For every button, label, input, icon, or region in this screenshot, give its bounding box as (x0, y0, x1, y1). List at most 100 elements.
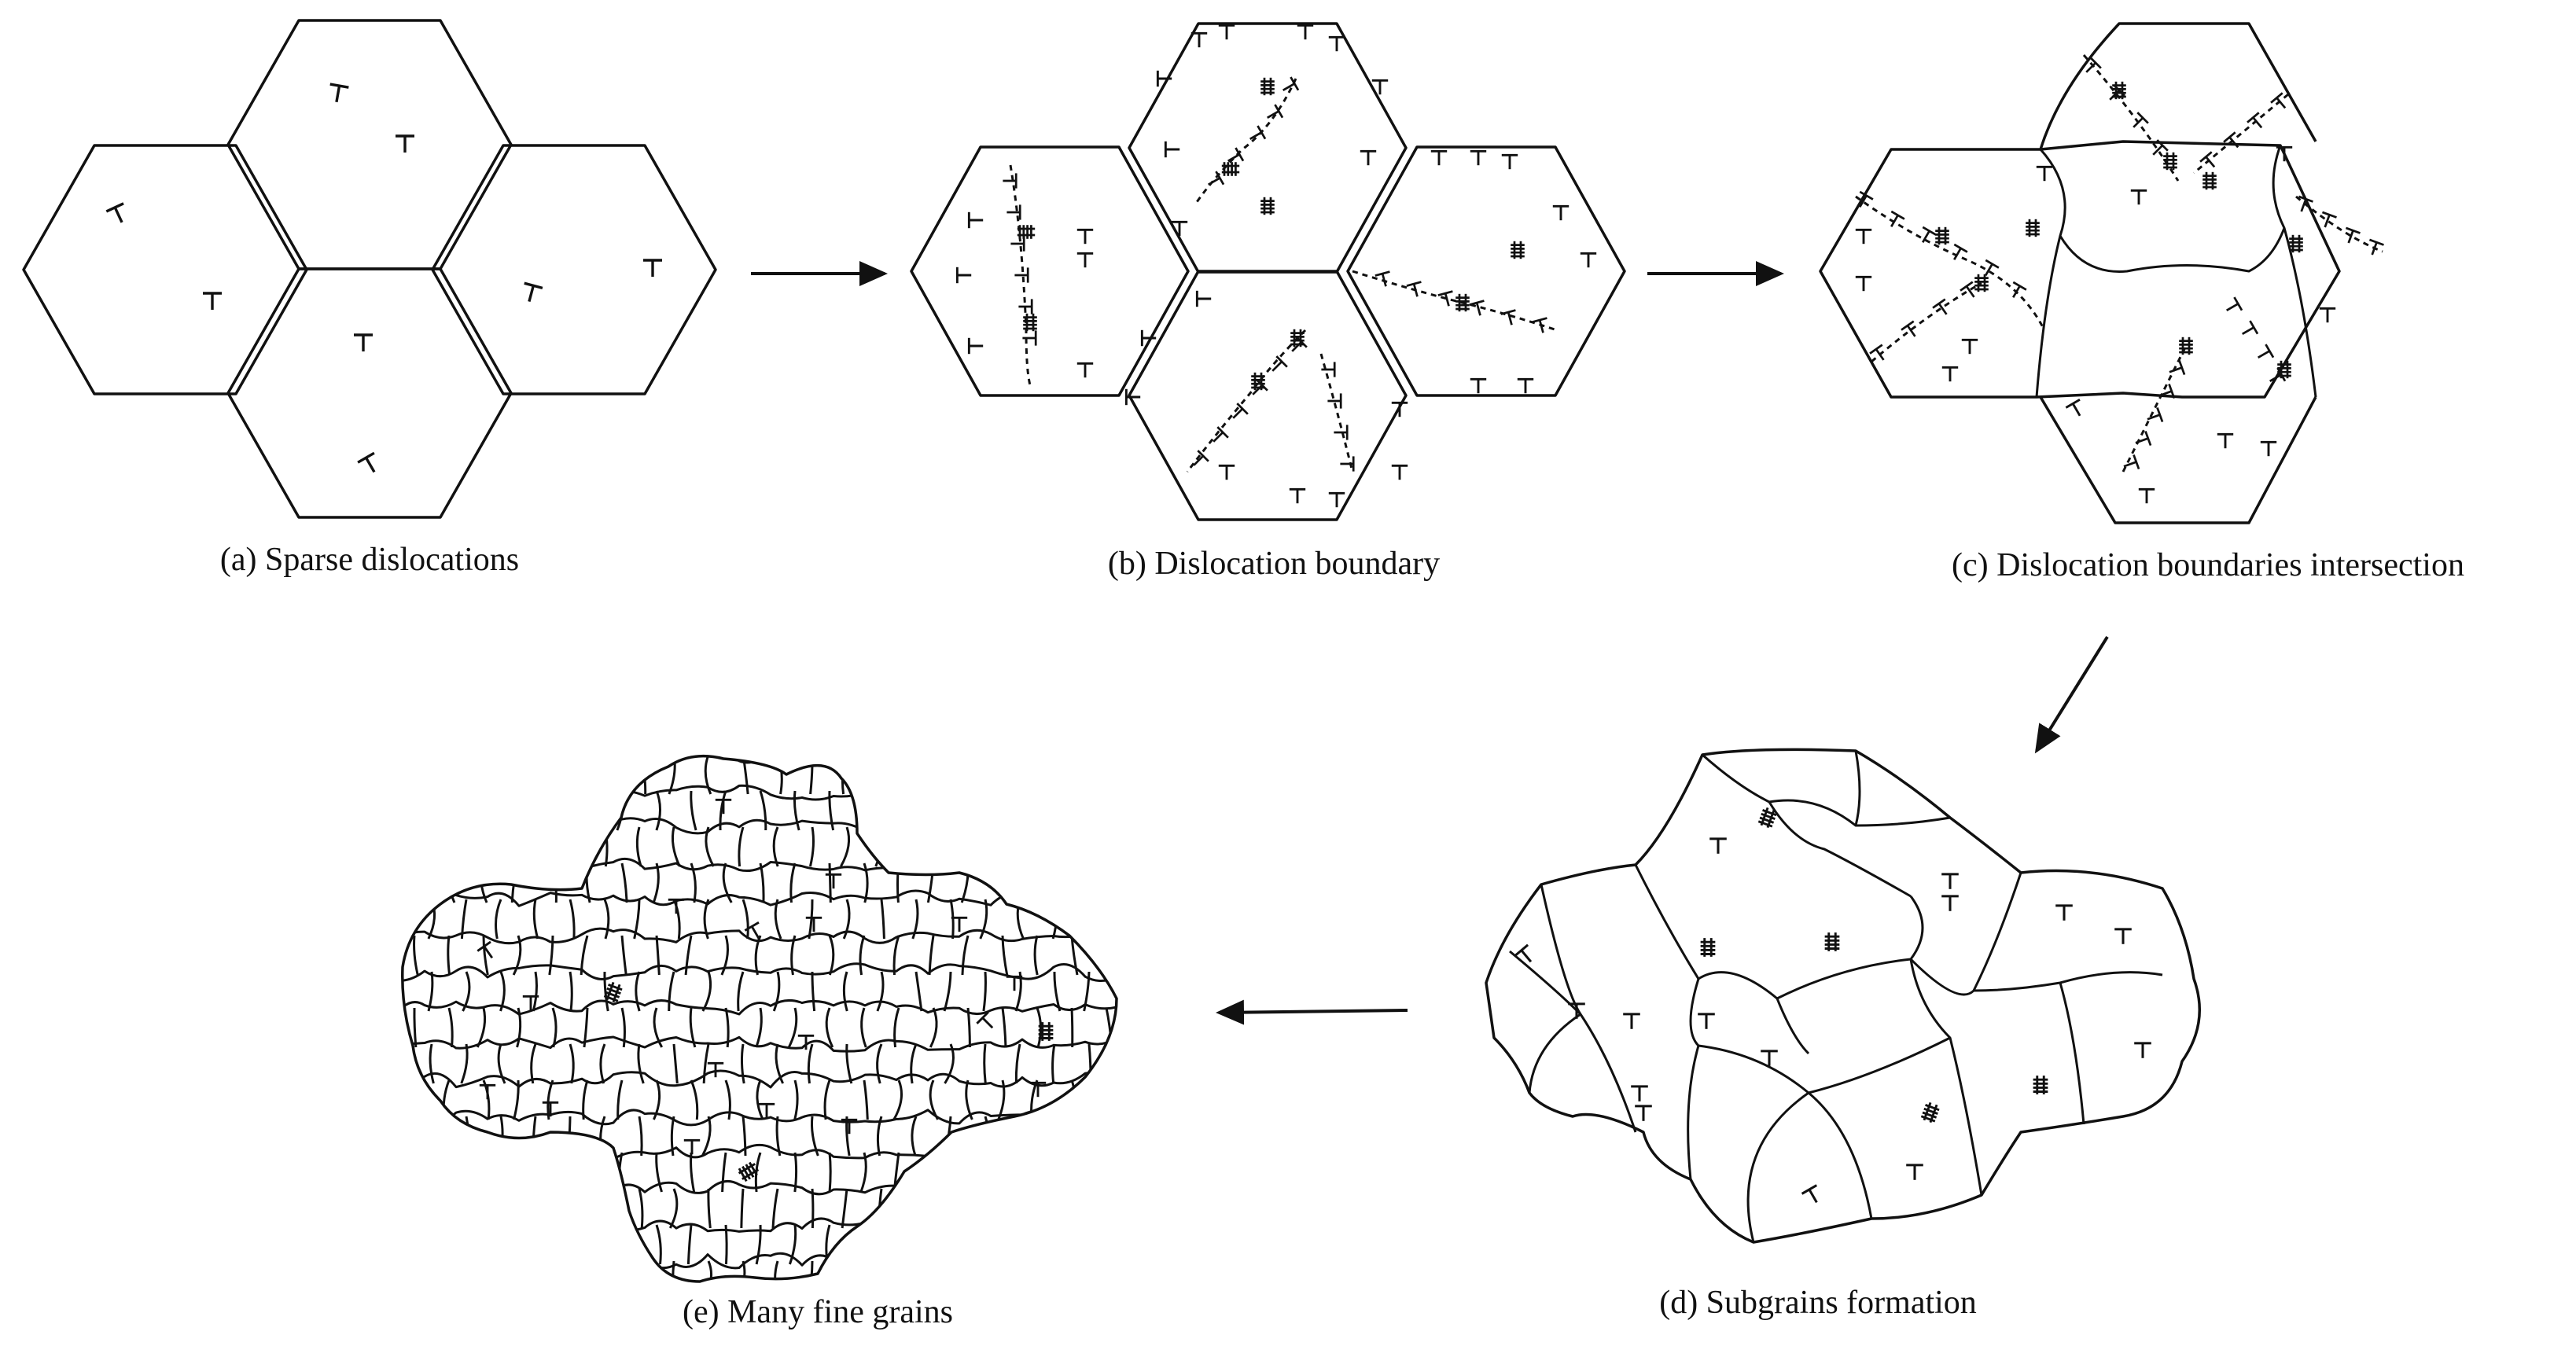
dislocation-symbol (1371, 79, 1389, 95)
fine-grain-boundary (841, 1188, 848, 1229)
fine-grain-boundary (823, 1079, 831, 1120)
fine-grain-boundary (1016, 899, 1025, 940)
dislocation-bar (2012, 281, 2027, 291)
fine-grain-boundary (1070, 935, 1079, 976)
fine-grain-boundary (1105, 935, 1111, 976)
dislocation-symbol (1961, 338, 1978, 355)
dislocation-tangle (1511, 241, 1525, 259)
subgrain-boundary (1746, 1091, 1809, 1243)
fine-grain-boundary (425, 756, 433, 795)
grain-2 (22, 144, 308, 395)
fine-grain-boundary (447, 935, 451, 976)
dislocation-stem (2012, 285, 2021, 298)
fine-grain-boundary (840, 826, 851, 867)
fine-grain-boundary (979, 899, 988, 940)
fine-grain-boundary (652, 862, 660, 903)
fine-grain-boundary (742, 899, 749, 940)
dislocation-symbol (203, 292, 222, 310)
fine-grain-boundary (1014, 971, 1022, 1012)
fine-grain-boundary (759, 862, 765, 903)
fine-grain-boundary (1001, 1152, 1010, 1193)
tangle-line (745, 1164, 755, 1178)
dislocation-symbol (105, 202, 124, 223)
dislocation-symbol (1623, 1013, 1640, 1029)
dislocation-symbol (1709, 837, 1727, 854)
dislocation-symbol (1076, 252, 1094, 268)
dislocation-bar (1197, 450, 1209, 462)
fine-grain-boundary (392, 1116, 397, 1156)
dislocation-symbol (1029, 1081, 1047, 1098)
dislocation-bar (2168, 384, 2176, 399)
fine-grain-boundary (655, 1152, 663, 1193)
fine-grain-boundary (1051, 1188, 1057, 1229)
dislocation-symbol (2276, 145, 2293, 162)
dislocation-stem (2205, 156, 2216, 168)
fine-grain-boundary (1102, 1224, 1112, 1265)
dislocation-stem (2085, 61, 2097, 73)
tangle-line (1925, 1104, 1940, 1112)
fine-grain-boundary (562, 826, 572, 867)
dislocation-tangle (1017, 225, 1036, 239)
dislocation-tangle (1251, 372, 1265, 391)
dislocation-tangle (2026, 219, 2040, 237)
dislocation-symbol (522, 995, 539, 1011)
dislocation-stem (2071, 403, 2081, 417)
fine-grain-boundary (1070, 1007, 1074, 1048)
grain-4 (431, 144, 717, 395)
fine-grain-boundary (742, 1116, 747, 1157)
fine-grain-boundary (653, 1079, 661, 1120)
fine-grain-boundary (445, 790, 456, 831)
fine-grain-boundary (701, 1116, 712, 1157)
dislocation-stem (1381, 273, 1387, 287)
dislocation-stem (365, 457, 376, 473)
dislocation-symbol (1437, 290, 1453, 307)
caption-d: (d) Subgrains formation (1659, 1285, 1977, 1321)
dislocation-symbol (1470, 149, 1487, 166)
dislocation-symbol (951, 916, 968, 932)
fine-grain-boundary (638, 756, 647, 795)
fine-grain-boundary (549, 790, 556, 831)
fine-grain-boundary (532, 1188, 541, 1229)
fine-grain-boundary (1087, 826, 1094, 867)
dislocation-bar (2345, 226, 2361, 234)
tangle-line (1922, 1111, 1938, 1119)
dislocation-symbol (1227, 147, 1245, 162)
fine-grain-boundary (755, 1007, 763, 1048)
fine-grain-boundary (808, 826, 815, 867)
fine-grain-boundary (828, 935, 835, 976)
fine-grain-boundary (1087, 1043, 1092, 1084)
fine-grain-boundary (402, 889, 1117, 908)
fine-grain-boundary (530, 1043, 537, 1084)
fine-grain-boundary (668, 971, 675, 1012)
fine-grain-boundary (911, 899, 919, 940)
dislocation-symbol (1249, 125, 1267, 140)
fine-grain-boundary (811, 971, 816, 1012)
dislocation-bar (2247, 112, 2260, 123)
dislocation-bar (2298, 195, 2313, 203)
fine-grain-boundary (721, 1152, 727, 1193)
fine-grain-boundary (402, 998, 1117, 1019)
dislocation-symbol (1901, 320, 1916, 337)
dislocation-bar (2223, 131, 2236, 143)
fine-grain-boundary (402, 756, 1117, 764)
dislocation-symbol (1855, 275, 1872, 292)
tangle-line (1923, 1107, 1938, 1115)
fine-grain-boundary (1001, 935, 1009, 976)
tangle-line (1762, 809, 1777, 817)
fine-grain-boundary (465, 1116, 473, 1157)
fine-grain-boundary (789, 862, 797, 903)
fine-grain-boundary (880, 899, 885, 940)
fine-grain-boundary (949, 899, 955, 940)
panel-c-boundaries-intersection (1819, 22, 2384, 524)
fine-grain-boundary (1012, 756, 1021, 795)
dislocation-symbol (1430, 149, 1448, 166)
fine-grain-boundary (1103, 1152, 1108, 1193)
fine-grain-boundary (670, 1116, 675, 1157)
panel-b-dislocation-boundary (910, 22, 1626, 521)
dislocation-symbol (1156, 70, 1172, 87)
fine-grain-boundary (482, 790, 488, 831)
dislocation-symbol (2217, 432, 2234, 449)
dislocation-boundary-top (1194, 78, 1297, 205)
tangle-line (1759, 816, 1775, 824)
fine-grain-boundary (1123, 1189, 1124, 1228)
